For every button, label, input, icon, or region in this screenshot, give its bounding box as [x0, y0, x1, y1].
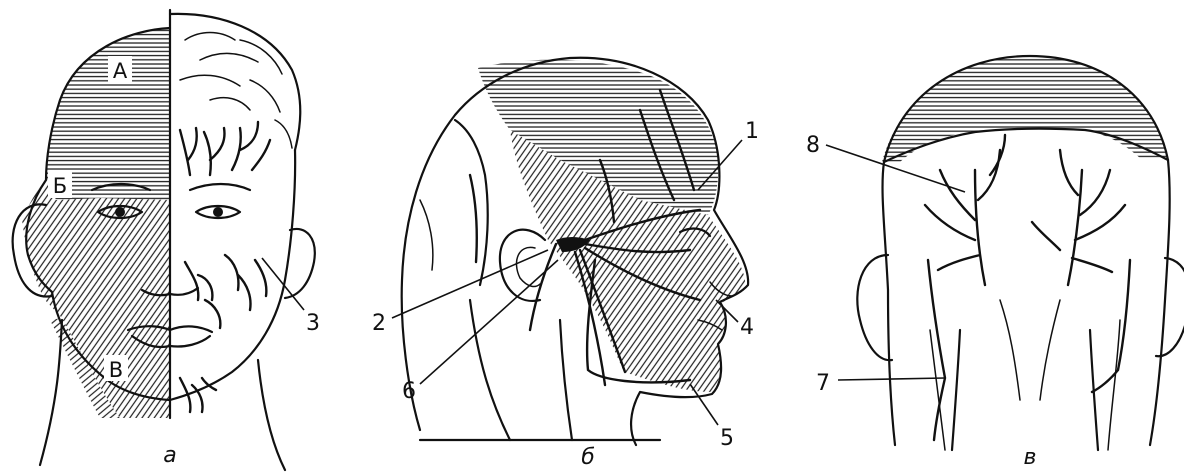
marker-2: 2: [372, 311, 386, 336]
leader-3: [262, 258, 304, 310]
ear-back-right: [1156, 258, 1184, 356]
leader-7: [838, 378, 945, 380]
panel-c-back-view: 8 7 в: [806, 56, 1184, 470]
zone-a-label: А: [113, 59, 128, 83]
leader-6: [420, 260, 558, 384]
marker-6: 6: [402, 379, 416, 404]
occipital-tree-left: [925, 135, 1005, 285]
hair-outline-right: [170, 14, 300, 150]
marker-5: 5: [720, 426, 734, 451]
neck-right: [258, 360, 285, 470]
mouth-right: [170, 326, 212, 346]
zone-b-label: Б: [53, 174, 67, 198]
occipital-tree-right: [1032, 150, 1125, 285]
marker-3: 3: [306, 311, 320, 336]
marker-8: 8: [806, 133, 820, 158]
zone-c-label: В: [109, 358, 123, 382]
neck-left: [40, 320, 62, 465]
neck-back-left: [952, 330, 960, 450]
back-contour: [420, 200, 433, 270]
panel-a-front-view: А Б В 3 а: [13, 10, 320, 470]
panel-b-side-view: 1 2 4 5 6 б: [372, 58, 759, 470]
neck-muscle-right: [1040, 300, 1120, 450]
pupil-right: [213, 207, 223, 217]
forehead-vessels: [180, 122, 270, 175]
caption-c: в: [1024, 445, 1037, 470]
occipital-contour: [455, 120, 488, 285]
marker-7: 7: [816, 371, 830, 396]
caption-a: а: [163, 443, 176, 468]
nose-right: [170, 288, 198, 295]
neck-front: [560, 320, 572, 440]
cheek-vessels: [185, 255, 266, 328]
pupil-left: [115, 207, 125, 217]
marker-4: 4: [740, 315, 754, 340]
ear-right: [285, 229, 315, 298]
ear-inner: [516, 247, 540, 286]
caption-b: б: [581, 445, 595, 470]
eyebrow-right: [190, 184, 250, 190]
marker-1: 1: [745, 119, 759, 144]
